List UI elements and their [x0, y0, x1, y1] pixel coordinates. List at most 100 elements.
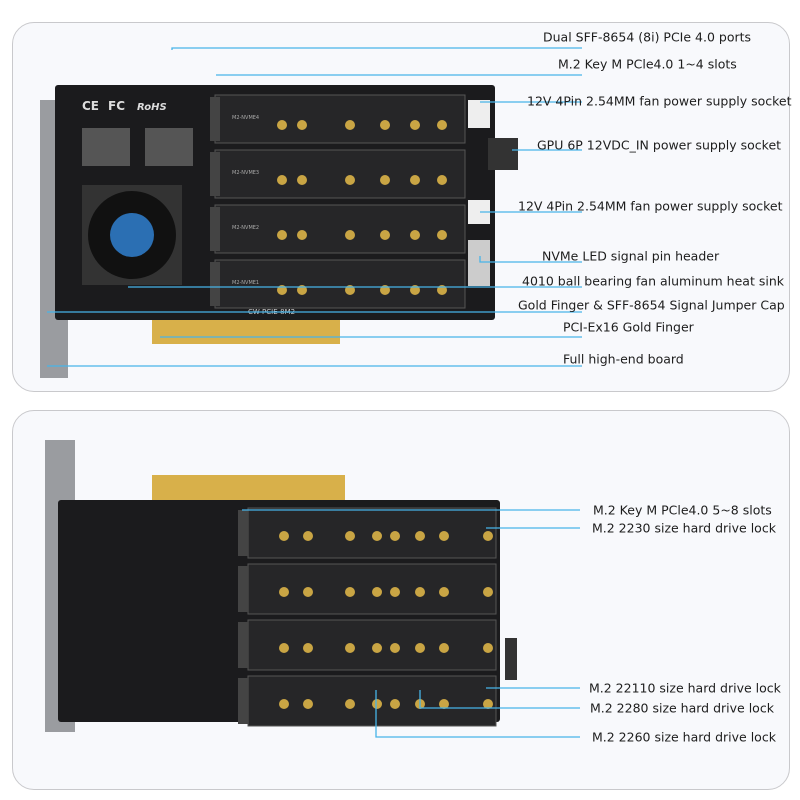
fan-socket-2 — [468, 200, 490, 224]
slot-label: M2-NVME1 — [232, 280, 259, 286]
standoff — [439, 531, 449, 541]
standoff — [372, 587, 382, 597]
standoff — [279, 531, 289, 541]
standoff — [372, 531, 382, 541]
standoff — [390, 531, 400, 541]
slot-label: M2-NVME2 — [232, 225, 259, 231]
callout-line — [171, 47, 582, 50]
led-pin-header — [468, 240, 490, 286]
standoff — [297, 175, 307, 185]
ce-mark: CE — [82, 99, 99, 113]
standoff — [279, 587, 289, 597]
standoff — [345, 531, 355, 541]
m2-connector — [238, 566, 248, 612]
standoff — [390, 643, 400, 653]
standoff — [439, 643, 449, 653]
standoff — [345, 643, 355, 653]
standoff — [297, 230, 307, 240]
gold-finger-bottom — [152, 475, 345, 501]
callout-label: 12V 4Pin 2.54MM fan power supply socket — [527, 93, 792, 109]
standoff — [277, 175, 287, 185]
m2-connector — [210, 207, 220, 251]
callout-label: M.2 22110 size hard drive lock — [589, 680, 781, 696]
standoff — [415, 531, 425, 541]
standoff — [415, 587, 425, 597]
standoff — [345, 230, 355, 240]
standoff — [277, 120, 287, 130]
standoff — [303, 699, 313, 709]
m2-connector — [210, 97, 220, 141]
m2-slot — [247, 619, 497, 671]
standoff — [439, 587, 449, 597]
fan-hub — [110, 213, 154, 257]
standoff — [372, 643, 382, 653]
m2-slot — [247, 563, 497, 615]
callout-line — [375, 690, 580, 738]
standoff — [380, 120, 390, 130]
m2-slot — [214, 94, 466, 144]
standoff — [303, 531, 313, 541]
standoff — [410, 230, 420, 240]
standoff — [345, 175, 355, 185]
standoff — [483, 699, 493, 709]
standoff — [303, 587, 313, 597]
m2-connector — [238, 510, 248, 556]
standoff — [415, 643, 425, 653]
callout-label: Dual SFF-8654 (8i) PCIe 4.0 ports — [543, 29, 752, 45]
sff8654-port-1 — [82, 128, 130, 166]
bottom-board — [45, 440, 517, 732]
callout-label: Gold Finger & SFF-8654 Signal Jumper Cap — [518, 297, 785, 313]
callout-label: M.2 Key M PCle4.0 1~4 slots — [558, 56, 737, 72]
standoff — [345, 120, 355, 130]
slot-label: M2-NVME4 — [232, 115, 259, 121]
fan-socket-1 — [468, 100, 490, 128]
standoff — [279, 699, 289, 709]
standoff — [483, 587, 493, 597]
standoff — [279, 643, 289, 653]
standoff — [380, 175, 390, 185]
standoff — [483, 531, 493, 541]
callout-line — [419, 690, 580, 709]
standoff — [380, 230, 390, 240]
standoff — [410, 120, 420, 130]
standoff — [372, 699, 382, 709]
callout-label: M.2 2260 size hard drive lock — [592, 729, 776, 745]
standoff — [410, 175, 420, 185]
rohs-mark: RoHS — [137, 102, 167, 113]
callout-label: PCI-Ex16 Gold Finger — [563, 319, 694, 335]
slot-label: M2-NVME3 — [232, 170, 259, 176]
standoff — [345, 699, 355, 709]
callout-label: 12V 4Pin 2.54MM fan power supply socket — [518, 198, 783, 214]
gpu-6p-socket — [488, 138, 518, 170]
callout-label: 4010 ball bearing fan aluminum heat sink — [522, 273, 784, 289]
standoff — [437, 175, 447, 185]
callout-label: Full high-end board — [563, 351, 684, 367]
fc-mark: FC — [108, 99, 125, 113]
callout-label: M.2 2280 size hard drive lock — [590, 700, 774, 716]
standoff — [297, 120, 307, 130]
m2-slot — [247, 507, 497, 559]
callout-line — [479, 256, 582, 263]
standoff — [483, 643, 493, 653]
standoff — [303, 643, 313, 653]
m2-connector — [238, 678, 248, 724]
callout-label: GPU 6P 12VDC_IN power supply socket — [537, 137, 782, 153]
gpu-socket-side — [505, 638, 517, 680]
m2-slot — [247, 675, 497, 727]
callout-label: M.2 Key M PCle4.0 5~8 slots — [593, 502, 772, 518]
callout-label: M.2 2230 size hard drive lock — [592, 520, 776, 536]
standoff — [439, 699, 449, 709]
standoff — [345, 587, 355, 597]
standoff — [277, 230, 287, 240]
m2-connector — [210, 262, 220, 306]
callout-label: NVMe LED signal pin header — [542, 248, 720, 264]
standoff — [390, 587, 400, 597]
gold-finger — [152, 320, 340, 344]
m2-connector — [210, 152, 220, 196]
m2-slot — [214, 204, 466, 254]
sff8654-port-2 — [145, 128, 193, 166]
standoff — [390, 699, 400, 709]
standoff — [437, 120, 447, 130]
